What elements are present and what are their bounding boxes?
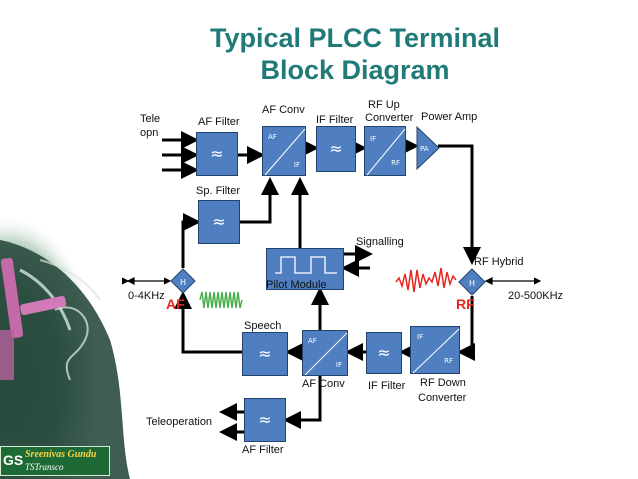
filter-symbol-icon: ≈ bbox=[258, 410, 272, 429]
label-af-conv-top: AF Conv bbox=[262, 104, 305, 116]
pilot-module-block bbox=[266, 248, 344, 290]
label-if-filter-bottom: IF Filter bbox=[368, 380, 406, 392]
label-sp-filter: Sp. Filter bbox=[196, 185, 241, 197]
speech-filter-block: ≈ bbox=[242, 332, 288, 376]
title-line-1: Typical PLCC Terminal bbox=[209, 23, 501, 53]
label-af-conv-bottom: AF Conv bbox=[302, 378, 345, 390]
if-filter-top-block: ≈ bbox=[316, 126, 356, 172]
label-rf-down-1: RF Down bbox=[420, 377, 466, 389]
label-rf-down-2: Converter bbox=[418, 392, 467, 404]
label-rf-mark: RF bbox=[456, 296, 475, 312]
af-hybrid-mark: H bbox=[180, 278, 186, 287]
filter-symbol-icon: ≈ bbox=[377, 343, 391, 362]
power-amp-mark: PA bbox=[420, 145, 429, 153]
rf-signal-waveform bbox=[395, 267, 457, 293]
label-af-freq: 0-4KHz bbox=[128, 290, 165, 302]
af-conv-bottom-out: AF bbox=[308, 337, 317, 345]
label-rf-hybrid: RF Hybrid bbox=[474, 256, 524, 268]
label-if-filter-top: IF Filter bbox=[316, 114, 354, 126]
label-rf-up-1: RF Up bbox=[368, 99, 400, 111]
afconv-to-affilter bbox=[283, 376, 322, 429]
af-conv-bottom-block: AF IF bbox=[302, 330, 348, 376]
filter-symbol-icon: ≈ bbox=[258, 344, 272, 363]
speech-to-afhybrid bbox=[174, 291, 242, 354]
label-power-amp: Power Amp bbox=[421, 111, 478, 123]
filter-symbol-icon: ≈ bbox=[329, 139, 343, 158]
rf-down-converter-block: IF RF bbox=[410, 326, 460, 374]
filter-symbol-icon: ≈ bbox=[212, 212, 226, 231]
if-filter-bottom-block: ≈ bbox=[366, 332, 402, 374]
title-line-2: Block Diagram bbox=[260, 55, 450, 85]
af-conv-top-in: AF bbox=[268, 133, 277, 141]
filter-symbol-icon: ≈ bbox=[210, 144, 224, 163]
label-tele: Tele bbox=[140, 113, 161, 125]
rf-up-in: IF bbox=[370, 135, 377, 143]
label-rf-up-2: Converter bbox=[365, 112, 414, 124]
af-filter-top-block: ≈ bbox=[196, 132, 238, 176]
af-signal-waveform bbox=[199, 291, 243, 309]
af-conv-bottom-in: IF bbox=[335, 361, 342, 369]
label-pilot-module: Pilot Module bbox=[266, 279, 327, 291]
rf-hybrid-block: H bbox=[458, 268, 486, 296]
rf-hybrid-mark: H bbox=[469, 279, 475, 288]
af-conv-top-block: AF IF bbox=[262, 126, 306, 176]
hybrid-to-rfdown bbox=[457, 296, 475, 361]
label-af-filter-top: AF Filter bbox=[198, 116, 240, 128]
author-logo: GS Sreenivas Gundu TSTransco bbox=[0, 446, 110, 476]
label-af-mark: AF bbox=[166, 296, 185, 312]
label-teleoperation: Teleoperation bbox=[146, 416, 213, 428]
label-signalling: Signalling bbox=[356, 236, 404, 248]
rf-up-out: RF bbox=[391, 159, 400, 167]
rf-down-out: IF bbox=[417, 333, 424, 341]
label-speech: Speech bbox=[244, 320, 282, 332]
rf-up-converter-block: IF RF bbox=[364, 126, 406, 176]
afhybrid-to-spfilter bbox=[181, 213, 201, 268]
label-rf-freq: 20-500KHz bbox=[508, 290, 564, 302]
af-conv-top-out: IF bbox=[293, 161, 300, 169]
pa-to-hybrid bbox=[438, 144, 481, 265]
logo-initials: GS bbox=[3, 452, 24, 468]
sp-filter-block: ≈ bbox=[198, 200, 240, 244]
label-opn: opn bbox=[140, 127, 159, 139]
power-amp-block: PA bbox=[416, 126, 440, 170]
label-af-filter-bottom: AF Filter bbox=[242, 444, 284, 456]
af-filter-bottom-block: ≈ bbox=[244, 398, 286, 442]
rf-down-in: RF bbox=[444, 357, 453, 365]
logo-name: Sreenivas Gundu bbox=[25, 449, 97, 460]
af-hybrid-block: H bbox=[170, 268, 196, 294]
spfilter-to-afconv bbox=[240, 177, 279, 224]
logo-org: TSTransco bbox=[25, 462, 64, 472]
